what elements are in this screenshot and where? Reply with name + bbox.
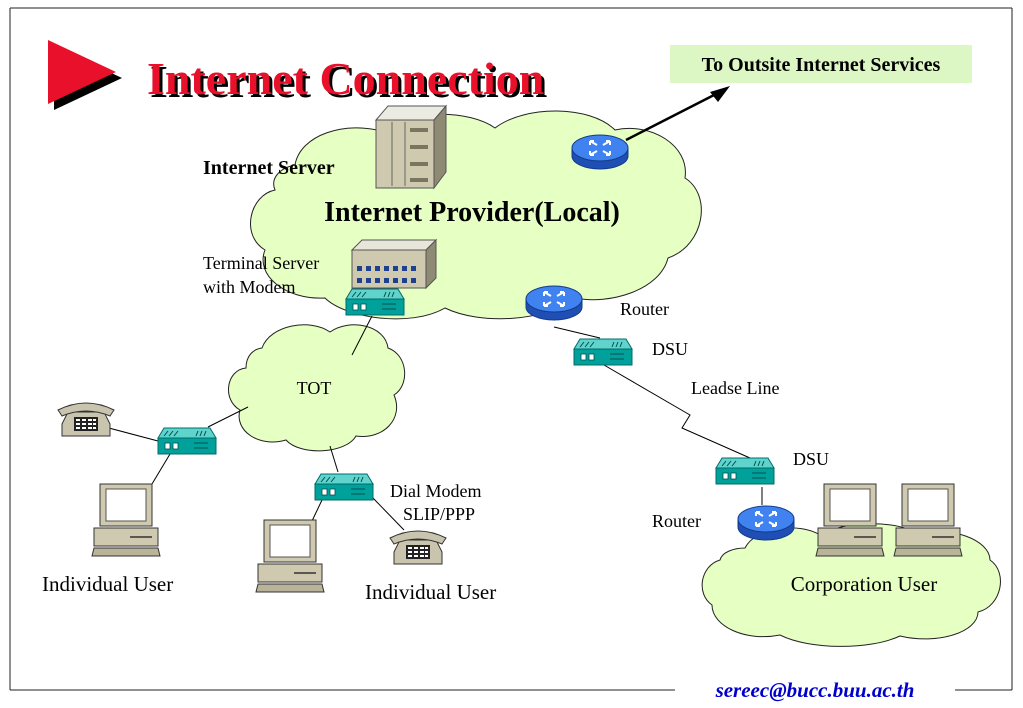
outside-router-icon <box>571 134 629 170</box>
title-shadow: Internet Connection <box>150 56 547 107</box>
provider-dsu-label: DSU <box>652 339 688 359</box>
terminal-server-label-2: with Modem <box>203 277 296 297</box>
outside-link-line <box>625 92 717 142</box>
corporate-dsu-icon <box>715 457 775 485</box>
left-telephone-icon <box>57 402 115 437</box>
provider-router-label: Router <box>620 299 669 319</box>
corporation-user-label: Corporation User <box>791 572 937 596</box>
corporate-router-icon <box>737 505 795 541</box>
dial-modem-label-2: SLIP/PPP <box>403 504 475 524</box>
footer-email: sereec@bucc.buu.ac.th <box>715 678 915 702</box>
tot-cloud <box>228 324 406 452</box>
terminal-server-icon <box>350 238 438 290</box>
right-telephone-icon <box>389 530 447 565</box>
dial-modem-label-1: Dial Modem <box>390 481 482 501</box>
corporate-dsu-label: DSU <box>793 449 829 469</box>
left-user-modem-icon <box>157 427 217 455</box>
provider-dsu-icon <box>573 338 633 366</box>
corporate-router-label: Router <box>652 511 701 531</box>
terminal-server-label-1: Terminal Server <box>203 253 319 273</box>
page-title: Internet Connection <box>147 53 544 104</box>
outside-services-label: To Outsite Internet Services <box>702 54 941 76</box>
dial-modem-icon <box>314 473 374 501</box>
outside-services-box <box>670 45 972 83</box>
outside-link-arrowhead <box>710 86 730 102</box>
title-bullet-icon <box>48 40 122 110</box>
left-user-pc-icon <box>91 483 161 557</box>
individual-user-right-label: Individual User <box>365 580 496 604</box>
provider-label: Internet Provider(Local) <box>324 197 620 228</box>
corporate-pc-2-icon <box>893 483 963 557</box>
terminal-modem-icon <box>345 288 405 316</box>
internet-server-icon <box>374 104 448 190</box>
individual-user-left-label: Individual User <box>42 572 173 596</box>
provider-router-icon <box>525 285 583 321</box>
corporate-pc-1-icon <box>815 483 885 557</box>
tot-label: TOT <box>297 378 332 398</box>
leased-line-label: Leadse Line <box>691 378 779 398</box>
internet-server-label: Internet Server <box>203 157 335 179</box>
right-user-pc-icon <box>255 519 325 593</box>
leased-line <box>603 364 751 459</box>
